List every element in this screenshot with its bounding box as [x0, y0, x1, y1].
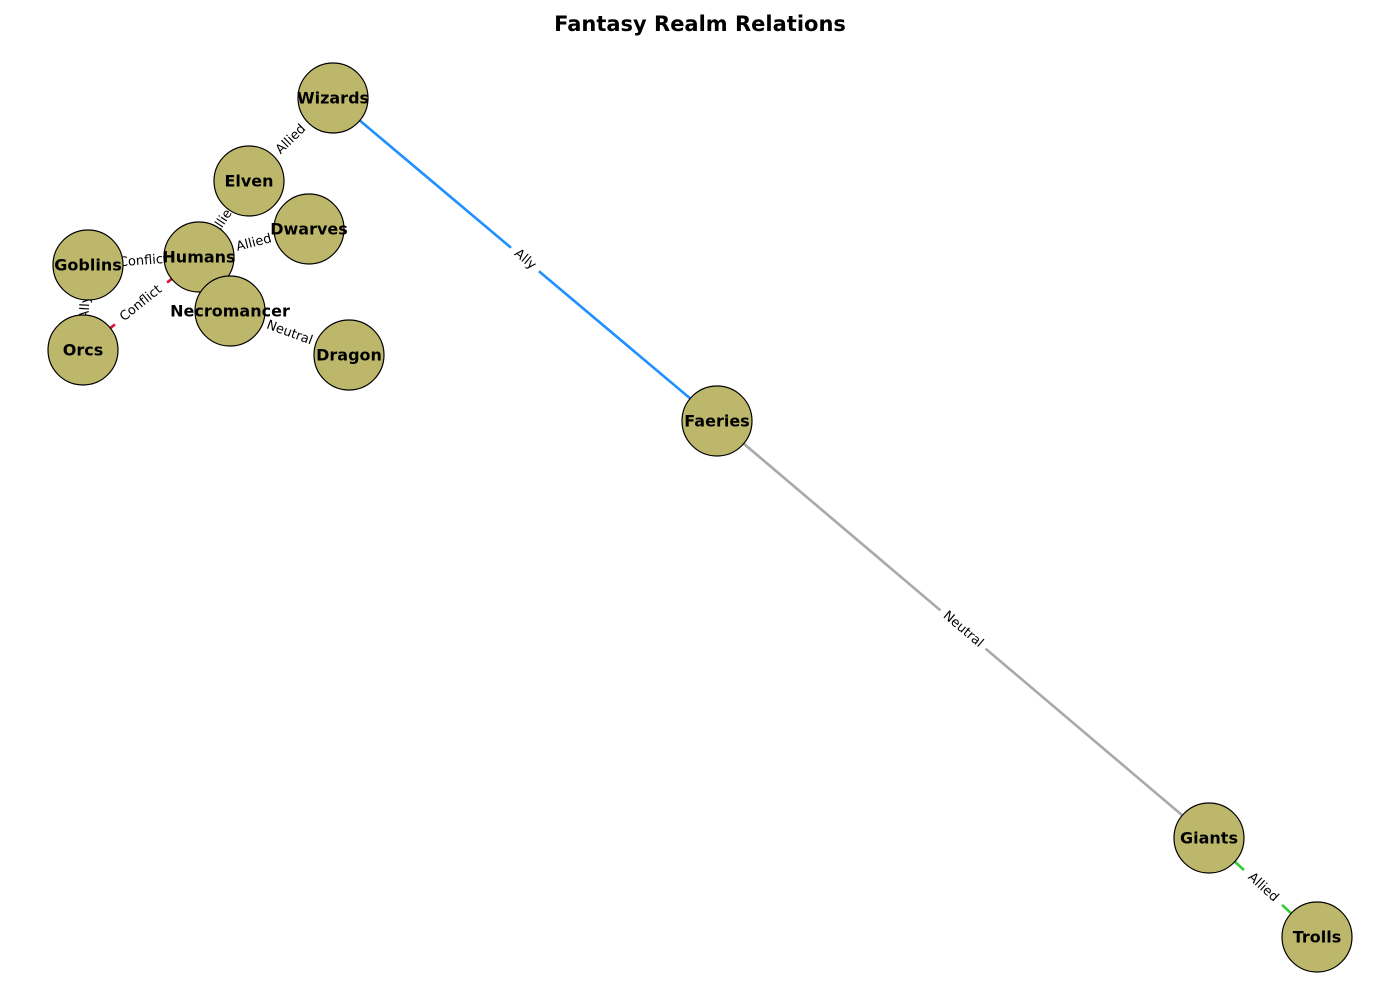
edge-label-text: Allied — [1245, 870, 1282, 905]
edge-label-background — [505, 241, 545, 278]
node-dragon[interactable]: Dragon — [313, 319, 385, 391]
node-label: Goblins — [54, 256, 121, 275]
node-label: Faeries — [684, 412, 749, 431]
node-label: Humans — [162, 248, 235, 267]
node-dwarves[interactable]: Dwarves — [270, 193, 348, 265]
edge-label-background — [227, 228, 281, 258]
node-label: Giants — [1180, 829, 1238, 848]
node-circle — [52, 229, 124, 301]
node-circle — [1281, 901, 1353, 973]
node-goblins[interactable]: Goblins — [52, 229, 124, 301]
node-circle — [163, 221, 235, 293]
node-faeries[interactable]: Faeries — [681, 385, 753, 457]
node-circle — [213, 145, 285, 217]
edge-label-text: Neutral — [264, 318, 314, 349]
node-label: Wizards — [297, 89, 369, 108]
edge-label-giants-trolls: Allied — [1238, 864, 1288, 911]
node-label: Dwarves — [270, 220, 348, 239]
edges-layer — [81, 97, 1318, 938]
node-label: Dragon — [316, 346, 382, 365]
node-circle — [47, 314, 119, 386]
edge-label-orcs-humans: Conflict — [109, 276, 173, 331]
node-label: Elven — [224, 172, 273, 191]
edge-label-background — [109, 250, 178, 272]
node-elven[interactable]: Elven — [213, 145, 285, 217]
edge-label-text: Allied — [273, 122, 309, 158]
edge-label-background — [935, 604, 991, 655]
node-label: Necromancer — [170, 302, 290, 321]
diagram-title: Fantasy Realm Relations — [554, 12, 846, 36]
node-circle — [313, 319, 385, 391]
node-label: Orcs — [63, 341, 104, 360]
node-circle — [1173, 802, 1245, 874]
node-circle — [194, 275, 266, 347]
edge-label-background — [267, 115, 315, 164]
edge-label-background — [258, 315, 321, 351]
node-humans[interactable]: Humans — [162, 221, 236, 293]
node-wizards[interactable]: Wizards — [297, 62, 369, 134]
node-necromancer[interactable]: Necromancer — [170, 275, 290, 347]
node-giants[interactable]: Giants — [1173, 802, 1245, 874]
node-circle — [681, 385, 753, 457]
node-orcs[interactable]: Orcs — [47, 314, 119, 386]
edge-label-background — [1238, 864, 1288, 911]
node-trolls[interactable]: Trolls — [1281, 901, 1353, 973]
edge-label-necromancer-dragon: Neutral — [258, 315, 321, 351]
node-circle — [273, 193, 345, 265]
node-circle — [297, 62, 369, 134]
node-label: Trolls — [1293, 928, 1342, 947]
edge-label-text: Ally — [77, 295, 93, 320]
edge-label-goblins-humans: Conflict — [109, 250, 178, 272]
edge-label-faeries-giants: Neutral — [935, 604, 991, 655]
edge-label-text: Neutral — [940, 608, 986, 650]
edge-label-background — [109, 276, 173, 331]
edge-label-text: Conflict — [118, 252, 168, 271]
edge-label-text: Conflict — [117, 282, 165, 325]
